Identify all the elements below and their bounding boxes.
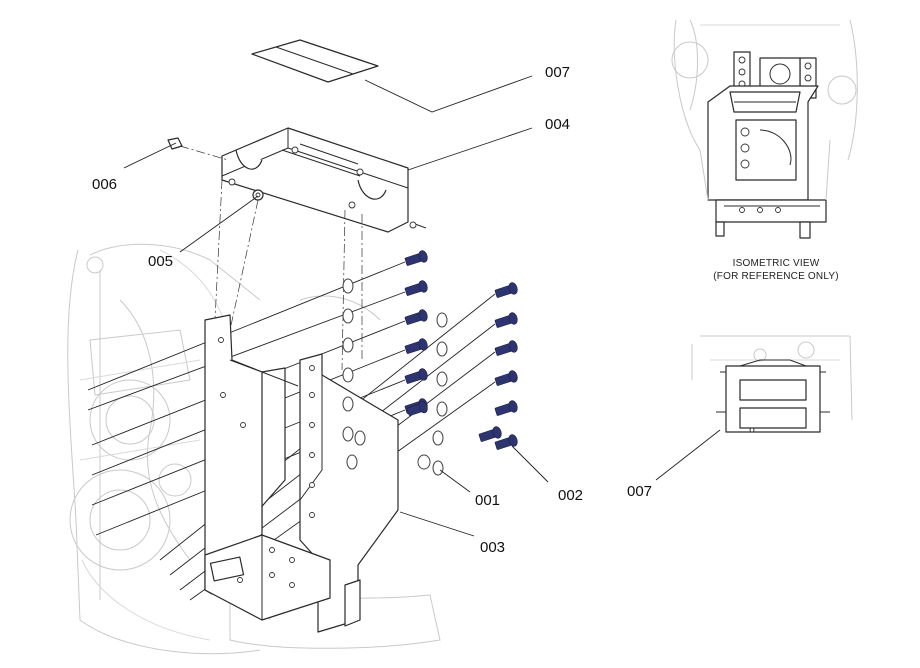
iso-note-line2: (FOR REFERENCE ONLY) — [713, 271, 839, 282]
part-002-bolts — [404, 250, 518, 450]
part-003-bracket — [204, 314, 399, 633]
callout-001: 001 — [475, 492, 500, 509]
part-006-screw — [167, 137, 229, 161]
callout-006: 006 — [92, 176, 117, 193]
part-001-washers — [342, 278, 448, 476]
part-007-plate — [251, 39, 379, 83]
isometric-reference-view — [671, 19, 858, 239]
callout-004: 004 — [545, 116, 570, 133]
inset-front-view — [691, 335, 853, 433]
callout-labels: 007 004 006 005 001 002 003 007 — [92, 64, 652, 556]
callout-003: 003 — [480, 539, 505, 556]
callout-007-top: 007 — [545, 64, 570, 81]
iso-note-line1: ISOMETRIC VIEW — [733, 258, 820, 269]
isometric-note: ISOMETRIC VIEW (FOR REFERENCE ONLY) — [713, 258, 839, 282]
callout-leader-lines — [123, 75, 721, 537]
callout-005: 005 — [148, 253, 173, 270]
callout-007-inset: 007 — [627, 483, 652, 500]
callout-002: 002 — [558, 487, 583, 504]
part-004-cover — [221, 127, 427, 233]
